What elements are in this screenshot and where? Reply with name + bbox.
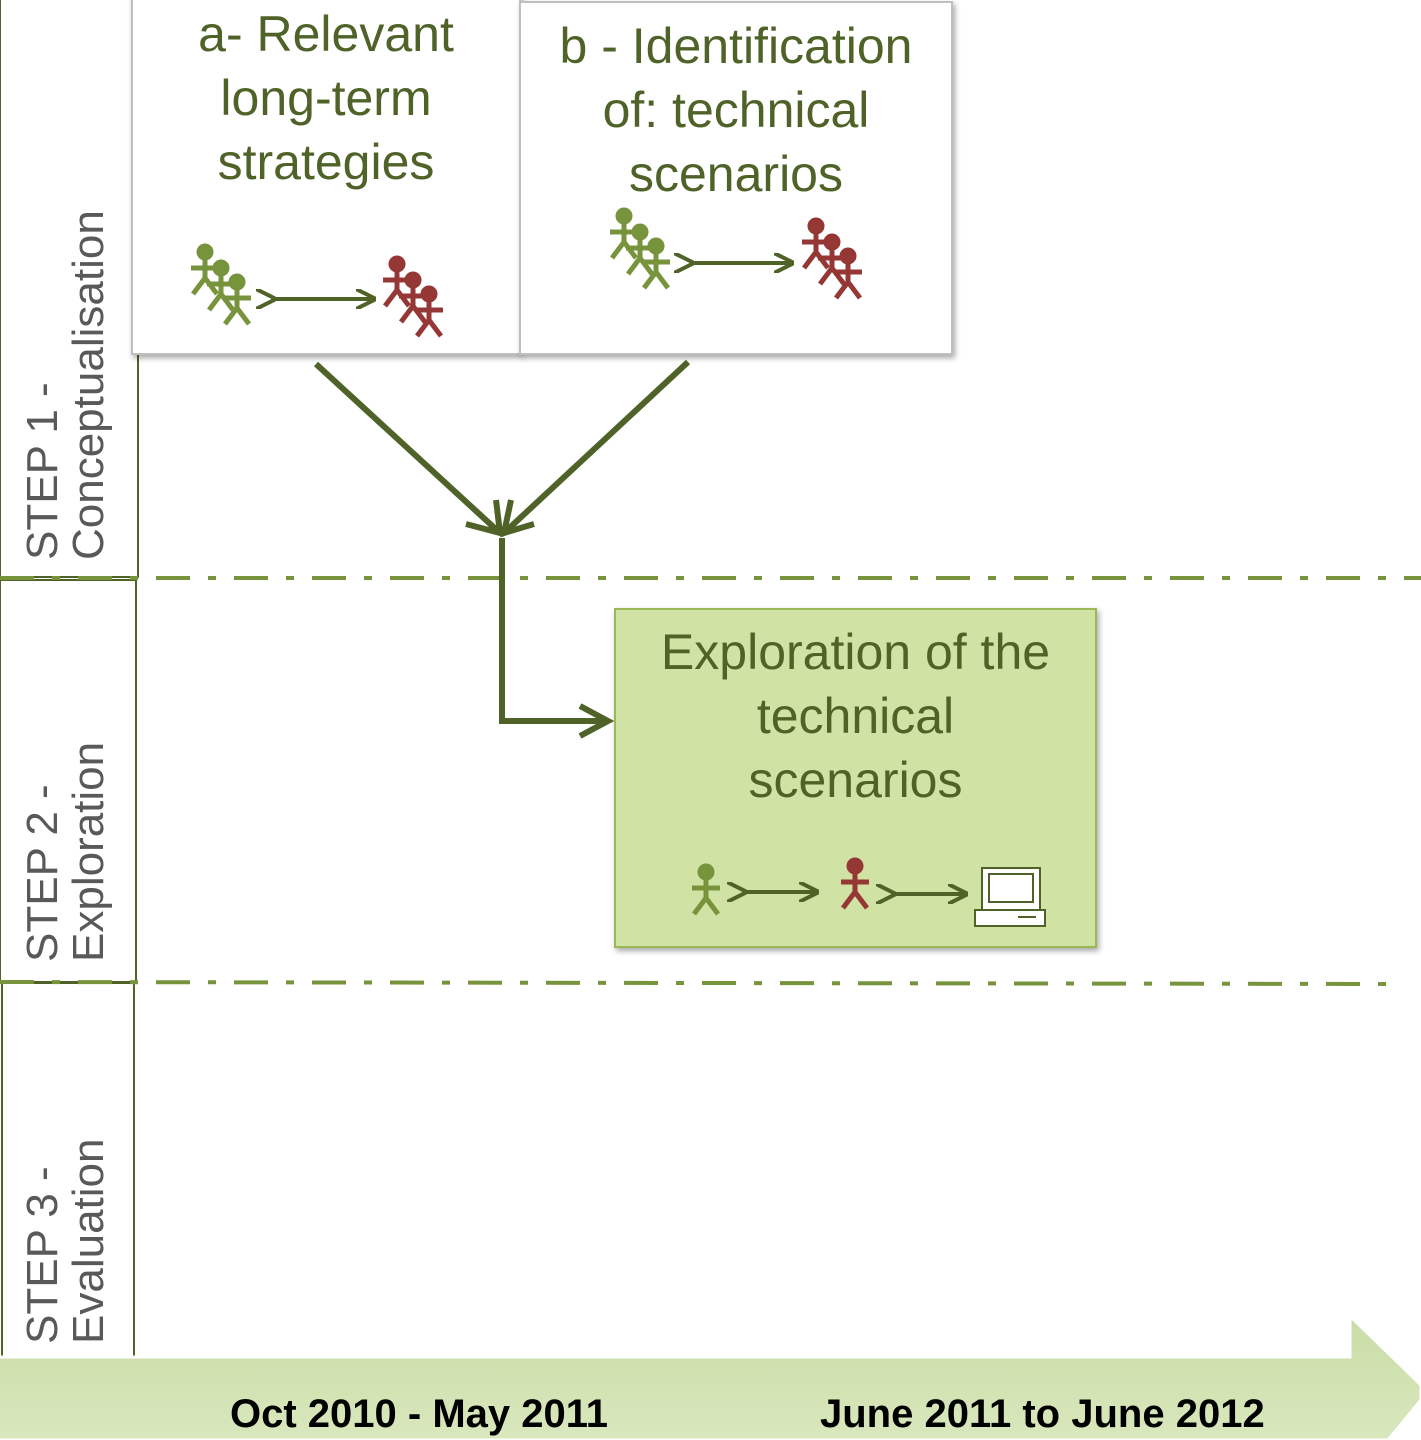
converging-arrows <box>313 359 691 739</box>
step2-line2: Exploration <box>64 741 113 962</box>
step1-column <box>0 0 139 578</box>
box-a-text: a- Relevant long-term strategies <box>132 2 520 194</box>
computer-icon <box>974 867 1046 927</box>
box-a-line1: a- Relevant <box>198 6 454 62</box>
step3-label: STEP 3 - Evaluation <box>18 1138 113 1344</box>
box-b-text: b - Identification of: technical scenari… <box>520 14 952 206</box>
box-b <box>519 1 953 355</box>
timeline-period-1: Oct 2010 - May 2011 <box>230 1392 609 1436</box>
step2-column <box>0 579 137 983</box>
box-b-line3: scenarios <box>629 146 843 202</box>
step1-label: STEP 1 - Conceptualisation <box>18 210 113 560</box>
step2-line1: STEP 2 - <box>18 784 67 962</box>
box-b-line2: of: technical <box>602 82 870 138</box>
step1-line1: STEP 1 - <box>18 382 67 560</box>
step1-line2: Conceptualisation <box>64 210 113 560</box>
box-a-line2: long-term <box>220 70 432 126</box>
timeline-arrow <box>0 1312 1421 1440</box>
box-exploration-line3: scenarios <box>748 752 963 808</box>
step3-line1: STEP 3 - <box>18 1166 67 1344</box>
timeline-period-2: June 2011 to June 2012 <box>820 1392 1265 1436</box>
box-b-line1: b - Identification <box>559 18 913 74</box>
box-exploration-line2: technical <box>756 688 955 744</box>
step3-line2: Evaluation <box>64 1138 113 1344</box>
step2-label: STEP 2 - Exploration <box>18 741 113 962</box>
box-exploration-line1: Exploration of the <box>660 624 1051 680</box>
box-exploration-text: Exploration of the technical scenarios <box>615 620 1096 812</box>
step3-column <box>1 982 135 1364</box>
box-a-line3: strategies <box>217 134 435 190</box>
separator-step2-step3 <box>0 980 1391 986</box>
